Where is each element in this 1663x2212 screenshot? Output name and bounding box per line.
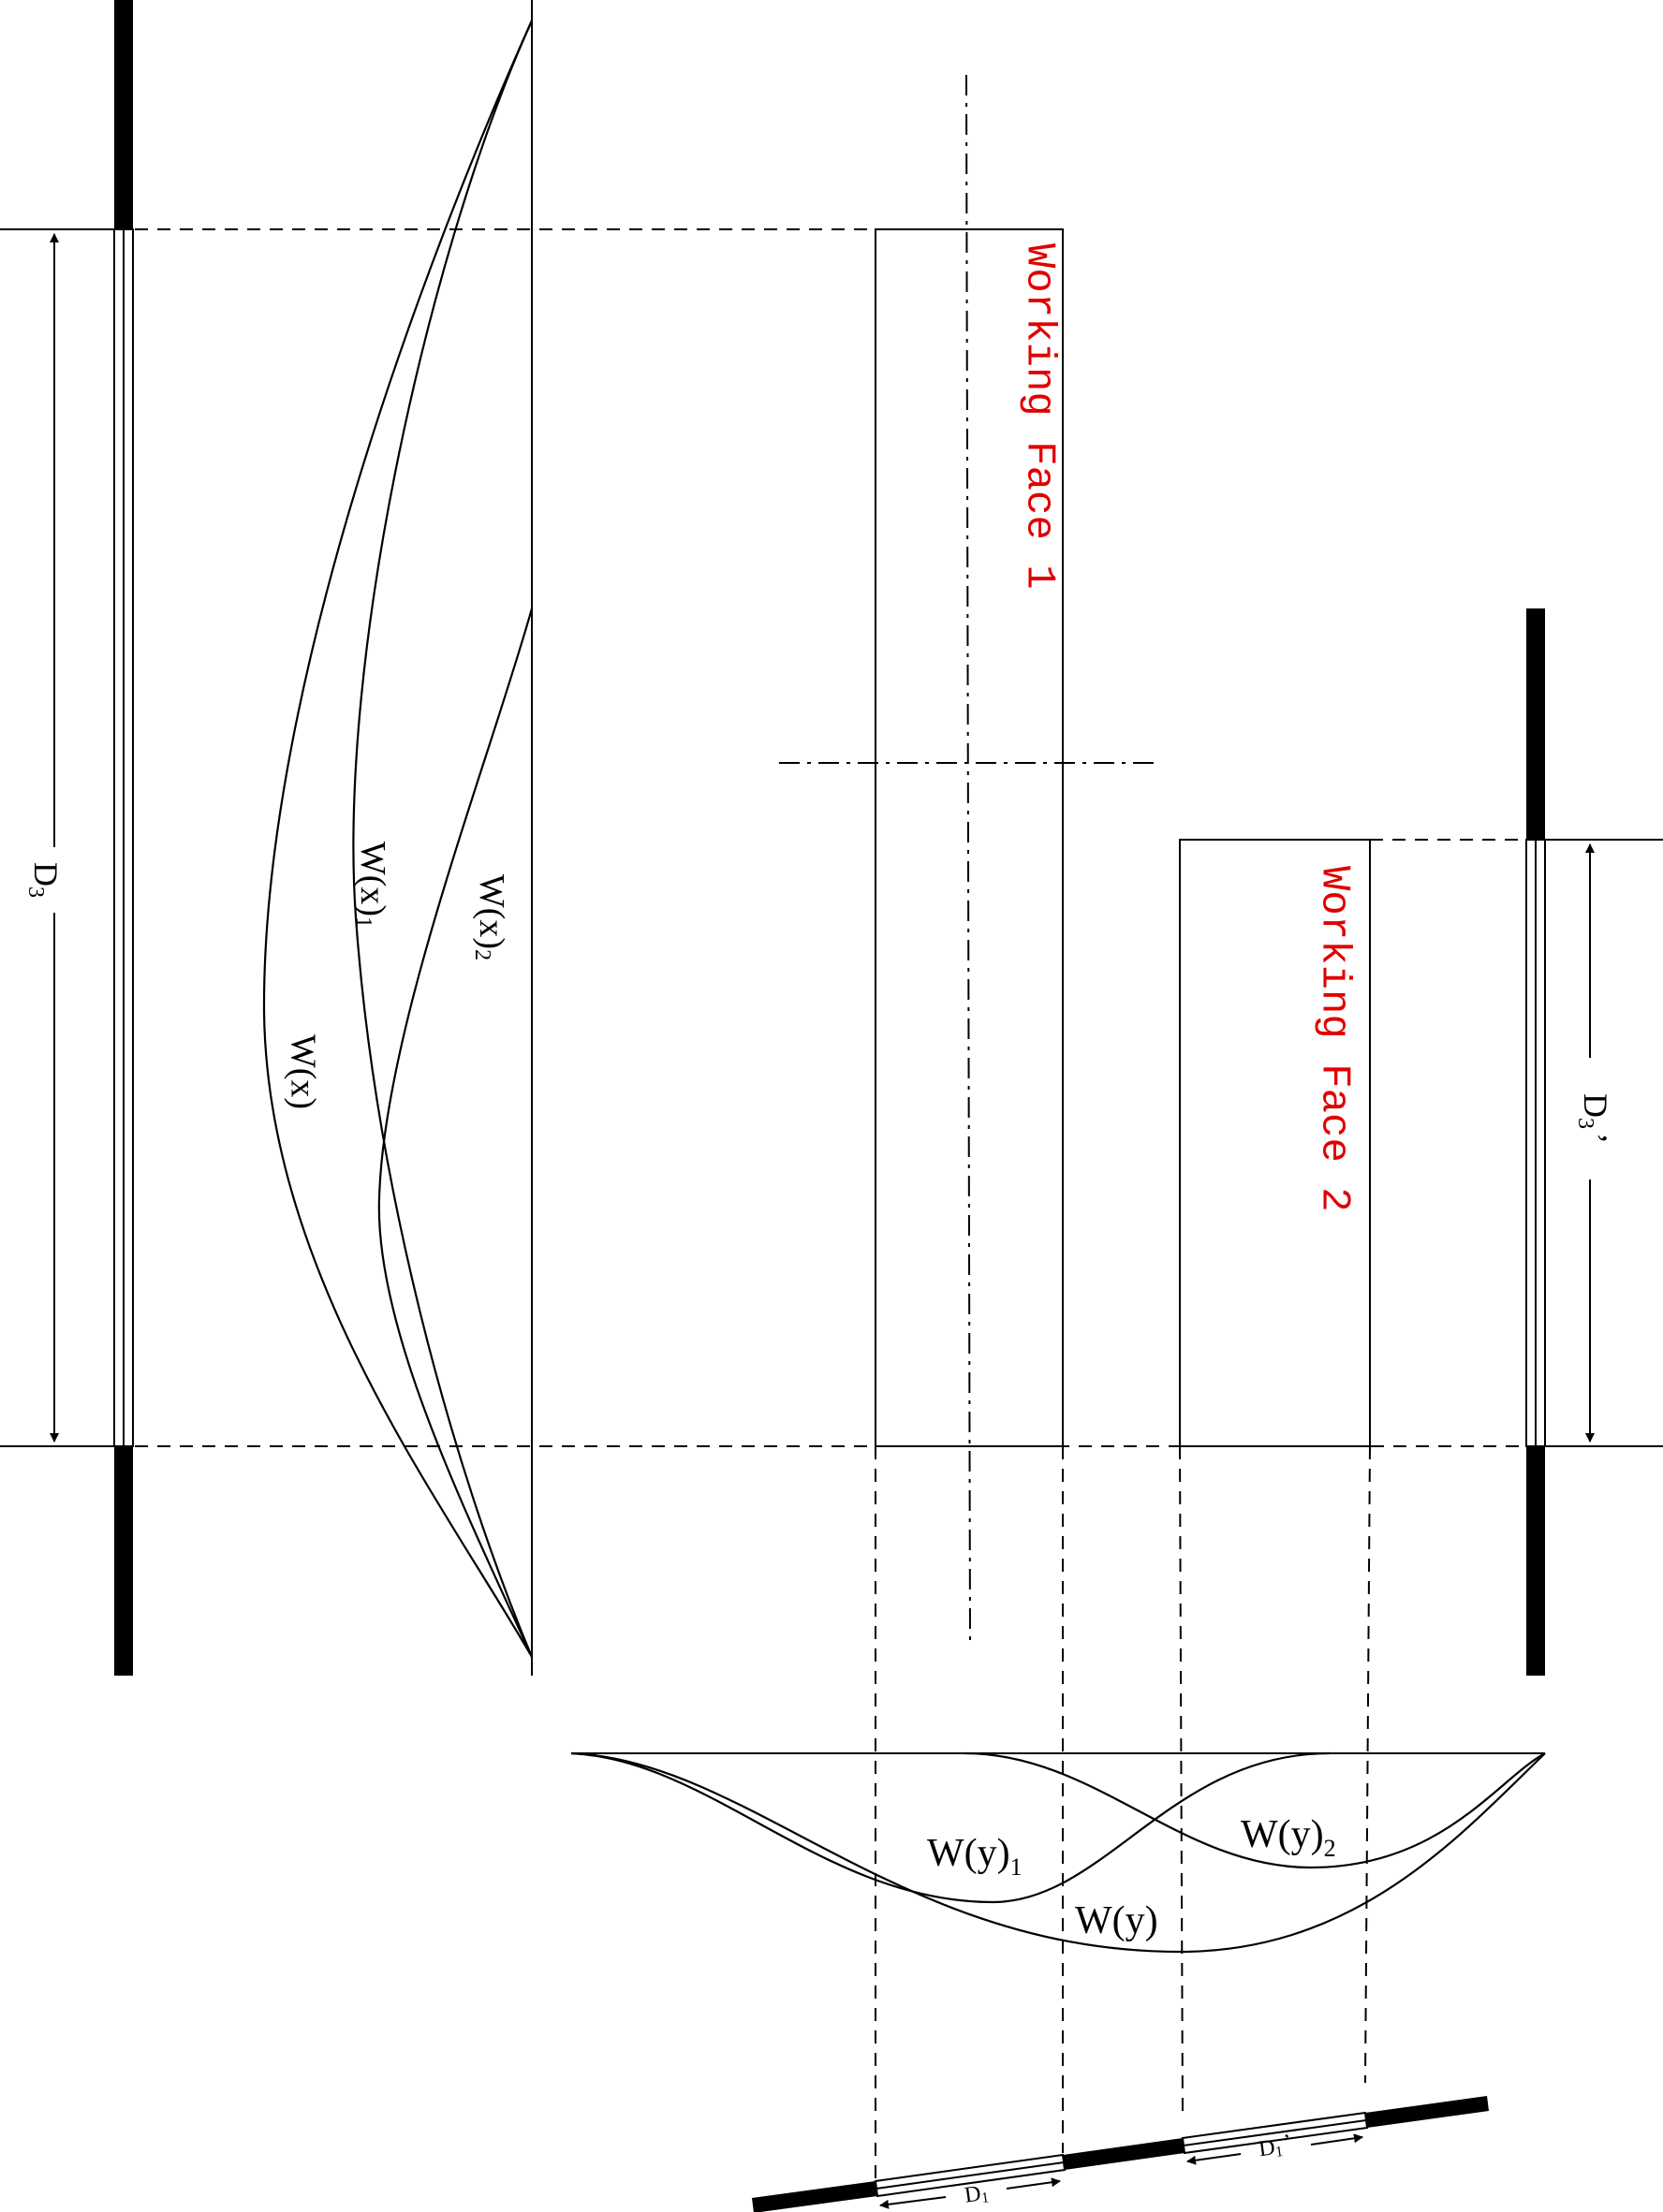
wx1-curve (352, 20, 534, 1658)
d1p-label: D (1257, 2135, 1276, 2161)
wx1-subscript: 1 (351, 916, 375, 928)
working-face-2-panel (1179, 839, 1371, 1447)
d3-subscript: 3 (23, 886, 48, 898)
bottom-gob-2-inner-line (1183, 2119, 1367, 2146)
d1-label: D (963, 2181, 982, 2207)
svg-text:W(x)1: W(x)1 (351, 842, 392, 928)
left-pillar-bottom (114, 1446, 133, 1676)
d3-label: D (27, 862, 65, 886)
wf2-left-projection (1179, 1445, 1184, 2117)
bottom-gob-1-inner-line (876, 2161, 1065, 2190)
working-face-1: Working Face 1 (779, 74, 1161, 2181)
wy1-label: W(y) (927, 1832, 1010, 1875)
wy1-curve (570, 1751, 1331, 1904)
working-face-1-panel (875, 228, 1064, 1447)
wx1-label: W(x) (353, 842, 392, 916)
left-pillar-top (114, 0, 133, 229)
wx2-subscript: 2 (470, 949, 494, 960)
svg-text:W(x)2: W(x)2 (470, 874, 511, 960)
wy-label: W(y) (1075, 1899, 1158, 1942)
wy2-subscript: 2 (1324, 1835, 1336, 1862)
d1-arrow-left (879, 2196, 947, 2209)
wx2-curve (377, 608, 534, 1658)
d1p-arrow-right (1310, 2133, 1363, 2146)
d1-arrow-right (1006, 2177, 1061, 2190)
d3p-label: D (1577, 1093, 1614, 1118)
bottom-pillar-3 (1365, 2096, 1489, 2128)
wy-curve (570, 1751, 1546, 1954)
wx-curve (262, 20, 534, 1658)
d1p-subscript: 1 (1274, 2144, 1284, 2161)
svg-text:W(y)1: W(y)1 (927, 1832, 1023, 1881)
bottom-pillar-2 (1063, 2138, 1185, 2170)
working-face-1-label: Working Face 1 (1015, 243, 1062, 590)
d3p-prime: ’ (1577, 1133, 1614, 1144)
svg-text:D1: D1 (963, 2180, 990, 2208)
bottom-inclined-strip: D1 D1’ (752, 2096, 1489, 2212)
wx-label: W(x) (283, 1034, 322, 1109)
right-vertical-section: D3 ’ (1525, 608, 1614, 1676)
d1p-prime: ’ (1282, 2130, 1293, 2155)
left-vertical-section: D3 W(x) W(x)1 W(x)2 (0, 0, 1526, 1676)
wy2-curve (964, 1751, 1546, 1869)
svg-text:D3’: D3 ’ (1573, 1093, 1613, 1144)
svg-text:D3: D3 (23, 862, 64, 898)
wf1-vertical-centerline (965, 74, 971, 1644)
right-pillar-bottom (1526, 1446, 1545, 1676)
right-pillar-top (1526, 608, 1545, 840)
d3p-subscript: 3 (1573, 1118, 1597, 1129)
wy1-subscript: 1 (1010, 1853, 1023, 1881)
lower-wy-section: W(y)1 W(y) W(y)2 (570, 1751, 1546, 1954)
working-face-2-label: Working Face 2 (1310, 866, 1357, 1212)
working-face-2: Working Face 2 (1179, 839, 1663, 2117)
d1-subscript: 1 (980, 2190, 990, 2206)
wy2-label: W(y) (1241, 1813, 1324, 1856)
svg-text:W(y)2: W(y)2 (1241, 1813, 1336, 1862)
d1p-arrow-left (1186, 2153, 1242, 2165)
wx2-label: W(x) (472, 874, 511, 949)
svg-text:D1’: D1’ (1257, 2130, 1293, 2162)
bottom-pillar-1 (752, 2181, 877, 2212)
wf2-right-projection (1364, 1445, 1371, 2084)
